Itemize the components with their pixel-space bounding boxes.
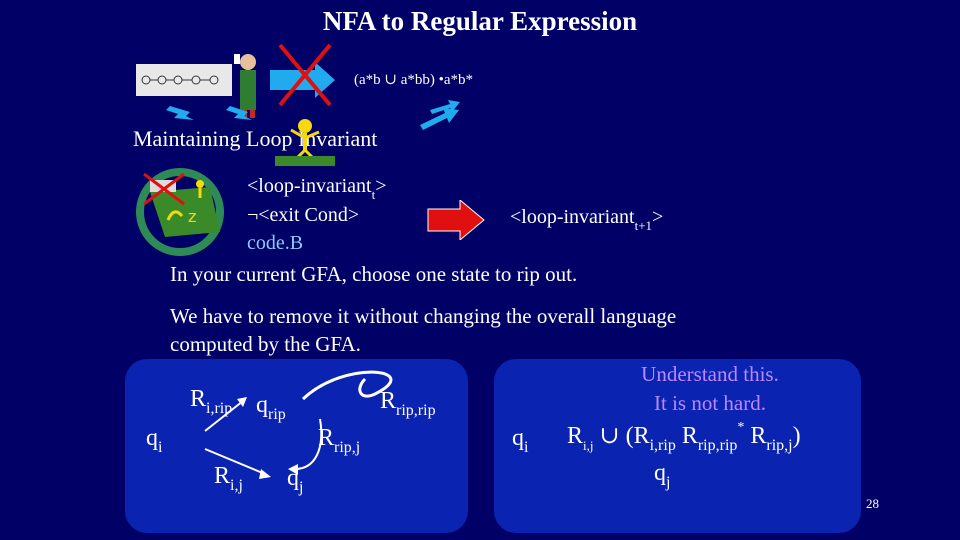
invariant-t-end: > bbox=[375, 175, 387, 197]
loop-invariant-heading: Maintaining Loop Invariant bbox=[133, 126, 378, 151]
arrow-right-icon bbox=[420, 108, 459, 130]
right-diagram-panel bbox=[494, 359, 861, 533]
loop-circle-icon: z bbox=[136, 168, 224, 256]
right-state-q-i: qi bbox=[512, 425, 529, 456]
body-line-1: In your current GFA, choose one state to… bbox=[170, 262, 578, 286]
invariant-t-plus-1: <loop-invariantt+1> bbox=[510, 206, 663, 234]
svg-text:z: z bbox=[188, 207, 196, 226]
runner-icon bbox=[275, 119, 335, 166]
invariant-next-sub: t+1 bbox=[634, 218, 653, 233]
label-r-rip-rip: Rrip,rip bbox=[380, 388, 436, 419]
right-state-q-j: qj bbox=[654, 460, 671, 491]
body-line-2: We have to remove it without changing th… bbox=[170, 304, 677, 328]
label-r-rip-j: Rrip,j bbox=[318, 425, 361, 456]
label-r-i-j: Ri,j bbox=[214, 463, 243, 494]
crossed-arrow-icon bbox=[270, 43, 335, 107]
understand-line-2: It is not hard. bbox=[654, 391, 766, 415]
exit-condition: ¬<exit Cond> bbox=[247, 204, 360, 226]
implies-arrow-icon bbox=[427, 200, 485, 240]
code-b: code.B bbox=[247, 232, 304, 254]
body-line-3: computed by the GFA. bbox=[170, 332, 361, 356]
left-diagram-panel bbox=[125, 359, 468, 533]
invariant-t-sub: t bbox=[371, 187, 376, 202]
state-q-rip: qrip bbox=[256, 392, 286, 423]
person-icon bbox=[234, 54, 256, 118]
left-diagram-arrows bbox=[204, 370, 393, 479]
page-number: 28 bbox=[866, 496, 879, 511]
regex-caption: (a*b ∪ a*bb) •a*b* bbox=[354, 72, 474, 88]
invariant-next-end: > bbox=[652, 206, 664, 228]
state-q-i: qi bbox=[146, 425, 163, 456]
invariant-t: <loop-invariantt> bbox=[247, 175, 387, 203]
label-r-i-rip: Ri,rip bbox=[190, 386, 233, 417]
nfa-thumbnail-states bbox=[141, 75, 219, 85]
understand-line-1: Understand this. bbox=[641, 362, 779, 386]
understand-note: Understand this. It is not hard. bbox=[610, 360, 810, 418]
invariant-t-text: <loop-invariant bbox=[247, 175, 372, 197]
right-formula: Ri,j ∪ (Ri,rip Rrip,rip* Rrip,j) bbox=[567, 420, 801, 454]
state-q-j: qj bbox=[287, 465, 304, 496]
invariant-next-text: <loop-invariant bbox=[510, 206, 635, 228]
slide-title: NFA to Regular Expression bbox=[322, 6, 638, 36]
